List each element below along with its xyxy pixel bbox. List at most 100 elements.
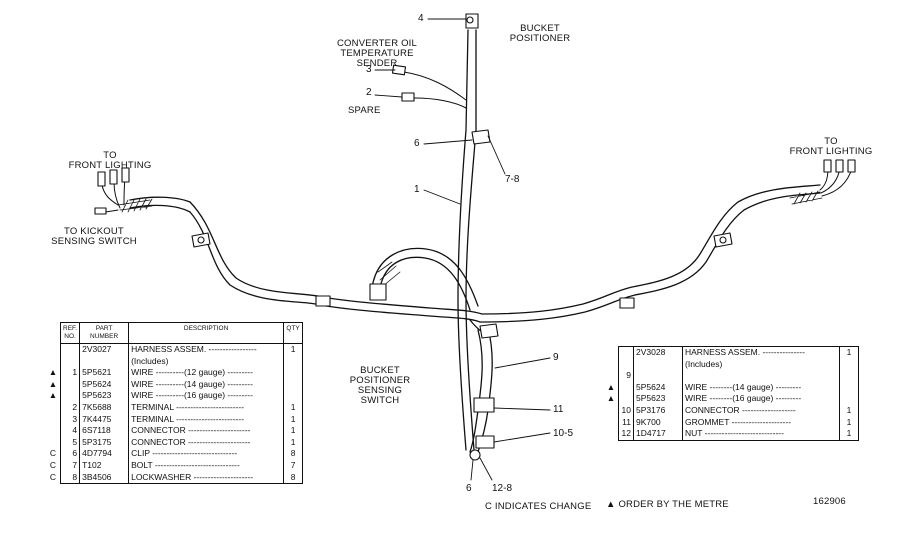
row-part-number <box>79 355 129 368</box>
label-bucket-positioner-top: BUCKET POSITIONER <box>509 23 571 44</box>
legend-change: C INDICATES CHANGE <box>485 501 592 512</box>
row-ref-no: 9 <box>618 370 634 382</box>
row-part-number: 4D7794 <box>79 448 129 460</box>
row-mark <box>604 428 619 440</box>
callout-10-5: 10-5 <box>553 428 574 439</box>
row-mark <box>604 370 619 382</box>
row-ref-no <box>59 343 80 356</box>
row-qty: 1 <box>283 425 304 437</box>
header-mark <box>46 323 61 344</box>
table-row: 9 <box>604 370 859 382</box>
callout-9: 9 <box>553 352 559 363</box>
row-qty <box>839 370 859 382</box>
row-part-number <box>633 358 683 371</box>
row-part-number: 1D4717 <box>633 428 683 441</box>
row-ref-no <box>618 345 634 359</box>
row-part-number: 2V3027 <box>79 343 129 356</box>
row-description: TERMINAL ------------------------ <box>128 413 284 426</box>
row-description: CONNECTOR ------------------- <box>682 404 840 417</box>
row-ref-no: 2 <box>59 401 80 414</box>
row-mark <box>604 417 619 429</box>
row-qty: 7 <box>283 459 304 472</box>
row-qty: 1 <box>283 436 304 449</box>
row-ref-no <box>59 355 80 368</box>
row-mark: ▲ <box>606 381 616 392</box>
row-part-number: 7K5688 <box>79 401 129 414</box>
row-ref-no: 8 <box>59 471 80 485</box>
row-part-number: 2V3028 <box>633 345 683 359</box>
label-kickout-switch: TO KICKOUT SENSING SWITCH <box>51 226 137 247</box>
row-mark: ▲ <box>48 390 58 401</box>
row-ref-no: 5 <box>59 436 80 449</box>
row-description: WIRE --------(16 gauge) --------- <box>682 393 840 405</box>
row-qty <box>839 381 859 394</box>
row-description: (Includes) <box>128 355 284 368</box>
callout-6-top: 6 <box>414 138 420 149</box>
header-ref: REF. NO. <box>59 322 81 344</box>
row-description: WIRE ----------(12 gauge) --------- <box>128 367 284 379</box>
row-ref-no: 1 <box>59 367 80 379</box>
row-description: TERMINAL ------------------------ <box>128 401 284 414</box>
header-qty: QTY <box>283 322 304 344</box>
row-mark: ▲ <box>606 393 616 404</box>
label-front-lighting-right: TO FRONT LIGHTING <box>789 136 873 157</box>
row-part-number <box>633 370 683 382</box>
row-mark <box>604 405 619 417</box>
row-part-number: 5P5621 <box>79 367 129 379</box>
table-row: (Includes) <box>46 355 304 368</box>
row-mark <box>46 425 61 437</box>
callout-11: 11 <box>553 404 564 415</box>
row-qty: 1 <box>839 404 859 417</box>
row-mark <box>604 359 619 371</box>
row-mark: C <box>49 471 57 482</box>
label-converter-oil-sender: CONVERTER OIL TEMPERATURE SENDER <box>336 38 418 69</box>
row-mark <box>604 347 619 359</box>
row-qty: 1 <box>839 428 859 441</box>
row-ref-no: 7 <box>59 459 80 472</box>
row-description: WIRE --------(14 gauge) --------- <box>682 381 840 394</box>
callout-2: 2 <box>366 87 372 98</box>
label-front-lighting-left: TO FRONT LIGHTING <box>68 150 152 171</box>
row-mark: C <box>49 459 57 470</box>
row-description: BOLT ------------------------------ <box>128 459 284 472</box>
row-part-number: 5P3176 <box>633 404 683 417</box>
callout-4: 4 <box>418 13 424 24</box>
row-mark <box>46 356 61 368</box>
row-description: NUT ---------------------------- <box>682 428 840 441</box>
row-description: GROMMET --------------------- <box>682 416 840 429</box>
row-description: CONNECTOR ---------------------- <box>128 436 284 449</box>
row-part-number: 5P5623 <box>79 390 129 402</box>
row-mark <box>46 414 61 426</box>
row-part-number: 5P5624 <box>633 381 683 394</box>
callout-7-8: 7-8 <box>505 174 520 185</box>
row-qty <box>283 390 304 402</box>
row-description: CONNECTOR ---------------------- <box>128 425 284 437</box>
row-ref-no <box>618 393 634 405</box>
clips <box>191 16 733 461</box>
row-description: WIRE ----------(16 gauge) --------- <box>128 390 284 402</box>
row-mark: C <box>49 448 57 459</box>
row-qty: 1 <box>283 401 304 414</box>
parts-table-left: REF. NO. PART NUMBER DESCRIPTION QTY 2V3… <box>46 322 304 485</box>
row-part-number: 5P5624 <box>79 378 129 391</box>
row-ref-no <box>59 378 80 391</box>
row-qty: 8 <box>283 471 304 485</box>
row-mark <box>46 437 61 449</box>
row-part-number: 9K700 <box>633 416 683 429</box>
legend-metre: ▲ ORDER BY THE METRE <box>606 499 729 510</box>
row-ref-no: 3 <box>59 413 80 426</box>
row-qty: 1 <box>839 345 859 359</box>
row-qty: 1 <box>839 416 859 429</box>
row-description: CLIP ------------------------------ <box>128 448 284 460</box>
callout-12-8: 12-8 <box>492 483 513 494</box>
